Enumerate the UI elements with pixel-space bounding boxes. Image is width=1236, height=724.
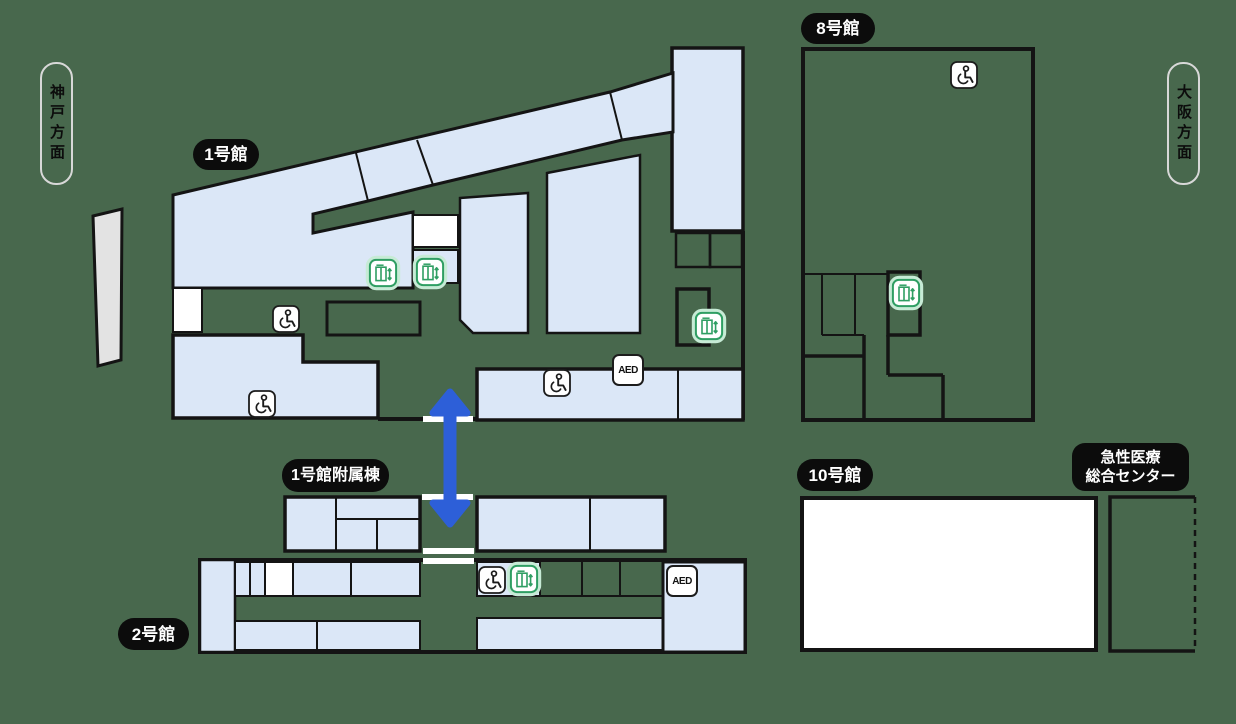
label-building-1-annex: 1号館附属棟 (282, 459, 389, 492)
wheelchair-icon (478, 566, 506, 594)
corridor-arrow-head-down (429, 499, 471, 528)
corridor-gap-marker (423, 558, 474, 564)
elevator-icon (506, 561, 542, 597)
gray-walkway-structure (91, 207, 124, 368)
room-band (234, 561, 421, 597)
label-text: 1号館附属棟 (291, 466, 380, 484)
building-1-south-band (475, 367, 745, 422)
label-building-2: 2号館 (118, 618, 189, 650)
direction-label-osaka: 大阪方面 (1167, 62, 1200, 185)
label-building-10: 10号館 (797, 459, 873, 491)
corridor-gap-marker (423, 548, 474, 554)
room-white (172, 287, 203, 333)
annex-east-wing (475, 495, 667, 553)
label-building-8: 8号館 (801, 13, 875, 44)
aed-label: AED (672, 575, 692, 587)
aed-icon: AED (612, 354, 644, 386)
label-building-1: 1号館 (193, 139, 259, 170)
label-text: 2号館 (131, 624, 176, 644)
wheelchair-icon (248, 390, 276, 418)
label-text: 大阪方面 (1175, 83, 1192, 164)
room-outline (674, 231, 712, 269)
building-10-outline (800, 496, 1098, 652)
room-outline (708, 231, 744, 269)
aed-label: AED (618, 364, 638, 376)
elevator-icon (691, 308, 727, 344)
wall (355, 152, 369, 202)
annex-west-wing (283, 495, 422, 553)
wheelchair-icon (272, 305, 300, 333)
building-1-north-tower (670, 46, 745, 233)
building-2 (198, 558, 747, 654)
label-acute-care-center: 急性医療 総合センター (1072, 443, 1189, 491)
wheelchair-icon (950, 61, 978, 89)
label-text: 1号館 (204, 145, 248, 164)
building-8 (801, 47, 1035, 422)
corridor-arrow-head-up (429, 388, 471, 417)
elevator-icon (888, 275, 924, 311)
wall (609, 91, 623, 141)
building-1-annex (283, 495, 667, 553)
aed-icon: AED (666, 565, 698, 597)
building-8-outline (801, 47, 1035, 422)
room (458, 191, 530, 335)
room (198, 558, 237, 654)
corridor-arrow (429, 388, 471, 528)
wheelchair-icon (543, 369, 571, 397)
elevator-icon (412, 254, 448, 290)
room (545, 153, 642, 335)
label-text: 総合センター (1085, 468, 1176, 485)
room-band (476, 617, 664, 651)
room-outline (325, 300, 422, 337)
room-band (234, 620, 421, 651)
direction-label-kobe: 神戸方面 (40, 62, 73, 185)
wall (416, 139, 434, 186)
elevator-icon (365, 255, 401, 291)
room-white (264, 561, 294, 597)
label-text: 急性医療 (1100, 449, 1161, 466)
room-white (412, 214, 459, 248)
building-1-southwest-room (171, 333, 380, 420)
acute-care-outline (1108, 495, 1195, 653)
building-1 (171, 46, 745, 422)
acute-care-center (1108, 495, 1197, 653)
label-text: 10号館 (808, 465, 862, 485)
label-text: 神戸方面 (48, 83, 65, 164)
label-text: 8号館 (816, 19, 860, 38)
